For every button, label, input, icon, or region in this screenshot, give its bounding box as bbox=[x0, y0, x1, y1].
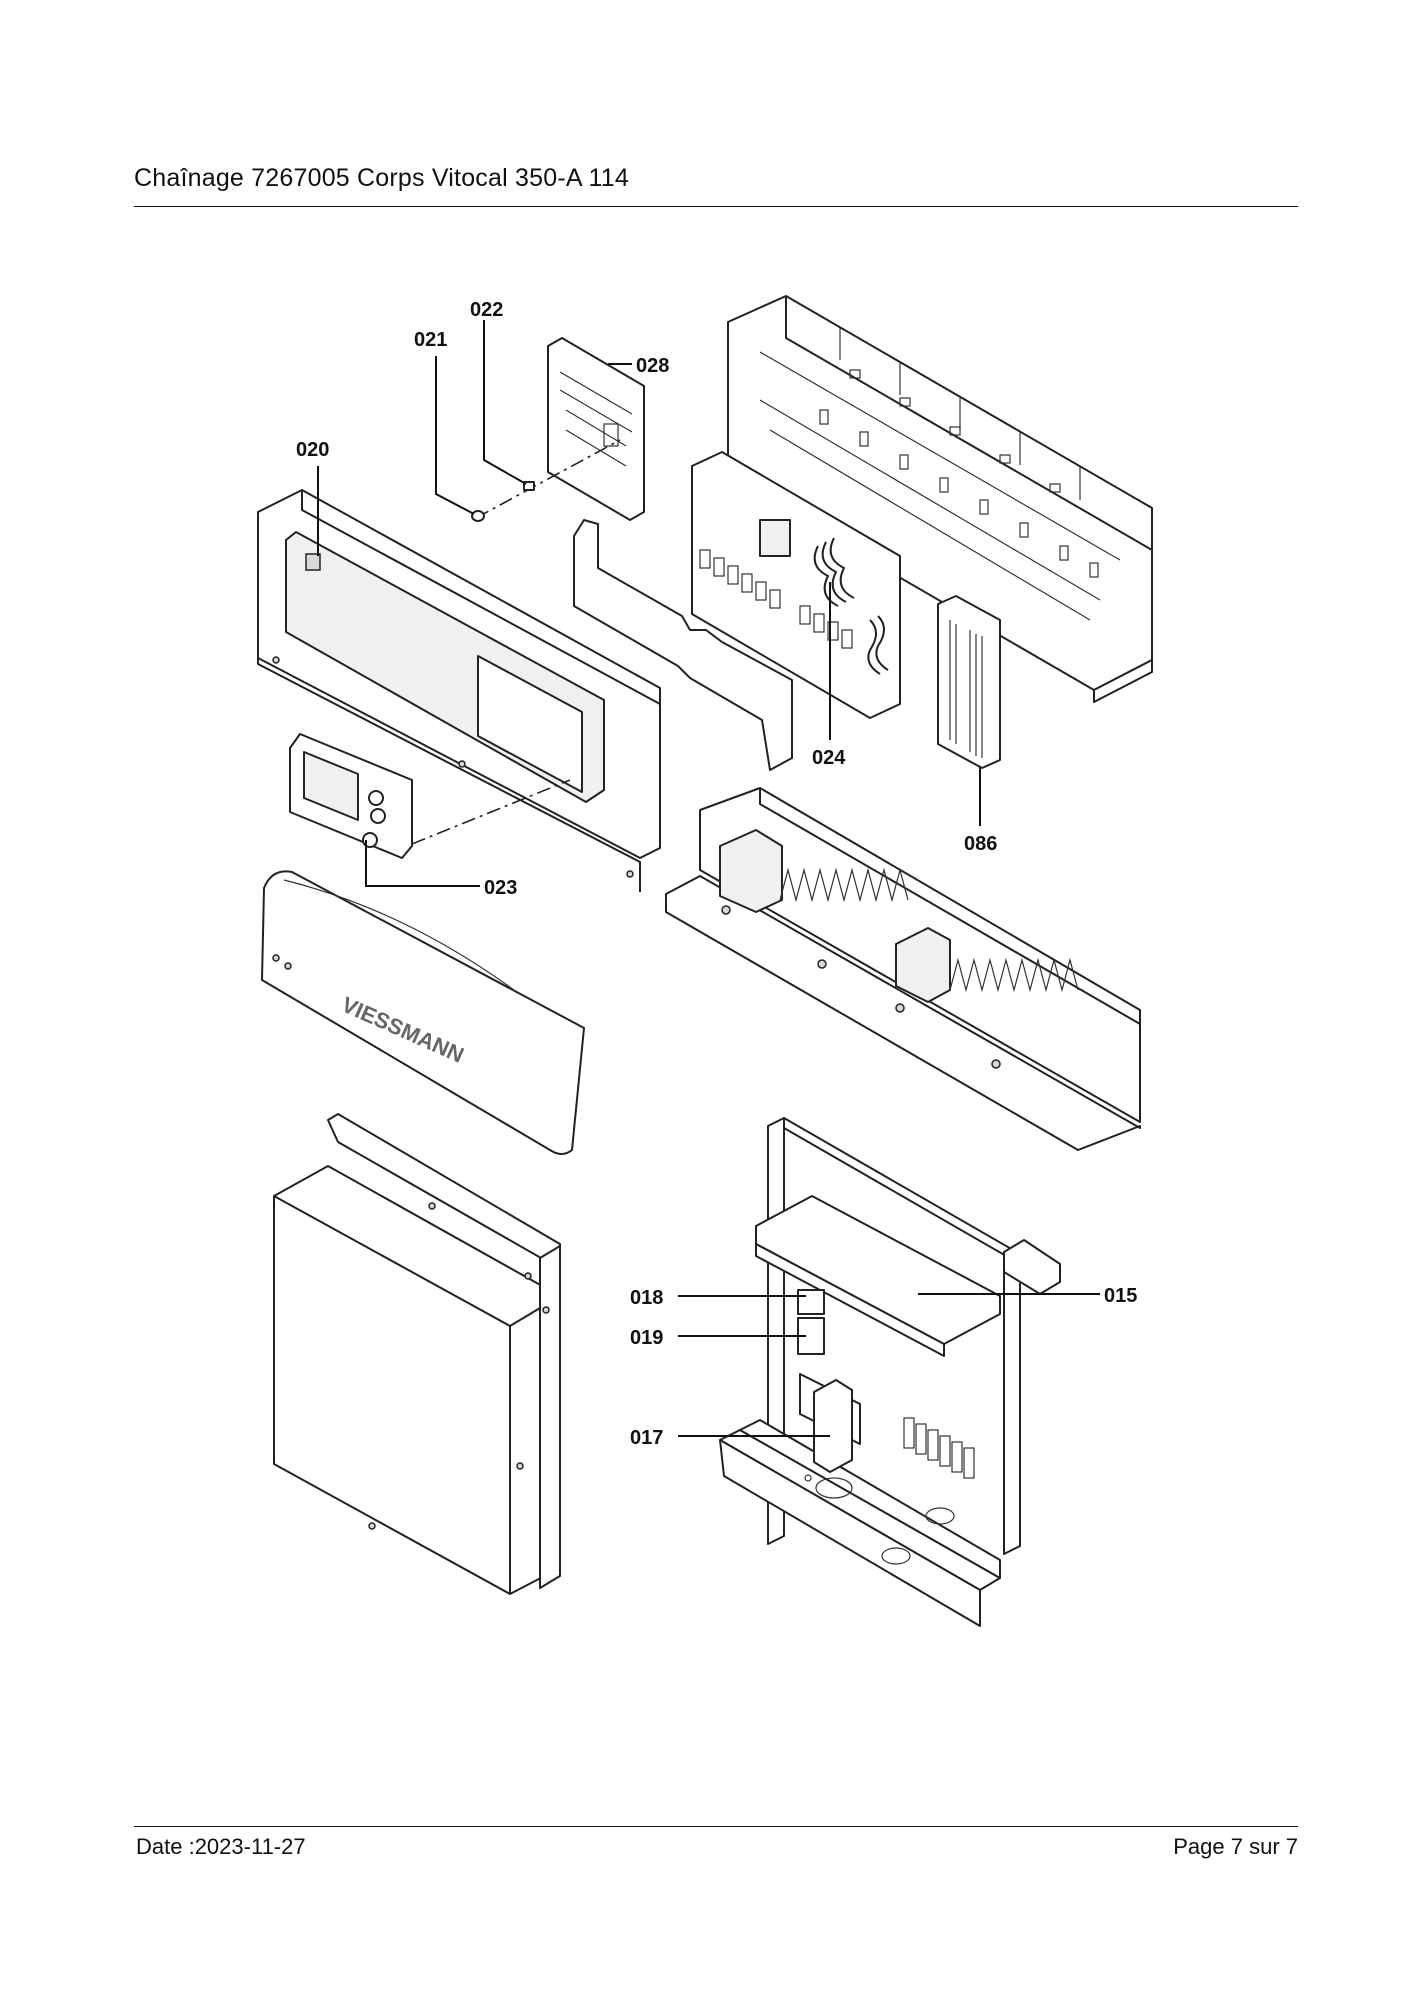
callout-019: 019 bbox=[630, 1327, 806, 1349]
callout-028: 028 bbox=[608, 355, 669, 377]
callout-020: 020 bbox=[296, 439, 329, 556]
header-divider bbox=[134, 206, 1298, 207]
footer-date: Date :2023-11-27 bbox=[136, 1834, 306, 1859]
callout-024: 024 bbox=[812, 582, 846, 769]
svg-text:086: 086 bbox=[964, 833, 997, 855]
svg-text:019: 019 bbox=[630, 1327, 663, 1349]
svg-text:020: 020 bbox=[296, 439, 329, 461]
callout-015: 015 bbox=[918, 1285, 1137, 1307]
svg-text:015: 015 bbox=[1104, 1285, 1137, 1307]
metal-enclosure bbox=[273, 1113, 561, 1595]
mounting-frame bbox=[719, 1117, 1061, 1627]
screw-and-spacer bbox=[471, 439, 621, 522]
svg-text:028: 028 bbox=[636, 355, 669, 377]
logo-cover-panel: VIESSMANN bbox=[261, 870, 585, 1155]
callout-018: 018 bbox=[630, 1287, 806, 1309]
main-circuit-board bbox=[691, 451, 901, 719]
svg-text:018: 018 bbox=[630, 1287, 663, 1309]
board-028 bbox=[547, 337, 645, 521]
callout-086: 086 bbox=[964, 766, 997, 855]
page-number: Page 7 sur 7 bbox=[1173, 1834, 1298, 1859]
callout-023: 023 bbox=[365, 840, 517, 899]
front-cover-frame bbox=[257, 489, 661, 892]
svg-text:024: 024 bbox=[812, 747, 846, 769]
control-unit bbox=[289, 733, 571, 859]
terminal-tray bbox=[665, 787, 1141, 1151]
callout-017: 017 bbox=[630, 1427, 830, 1449]
extension-board bbox=[937, 595, 1001, 769]
svg-text:017: 017 bbox=[630, 1427, 663, 1449]
svg-text:021: 021 bbox=[414, 329, 447, 351]
footer-divider bbox=[134, 1826, 1298, 1827]
page-title: Chaînage 7267005 Corps Vitocal 350-A 114 bbox=[134, 164, 629, 192]
svg-text:022: 022 bbox=[470, 299, 503, 321]
callout-021: 021 bbox=[414, 329, 475, 515]
svg-text:023: 023 bbox=[484, 877, 517, 899]
shield-plate bbox=[573, 519, 793, 771]
callout-022: 022 bbox=[470, 299, 527, 485]
